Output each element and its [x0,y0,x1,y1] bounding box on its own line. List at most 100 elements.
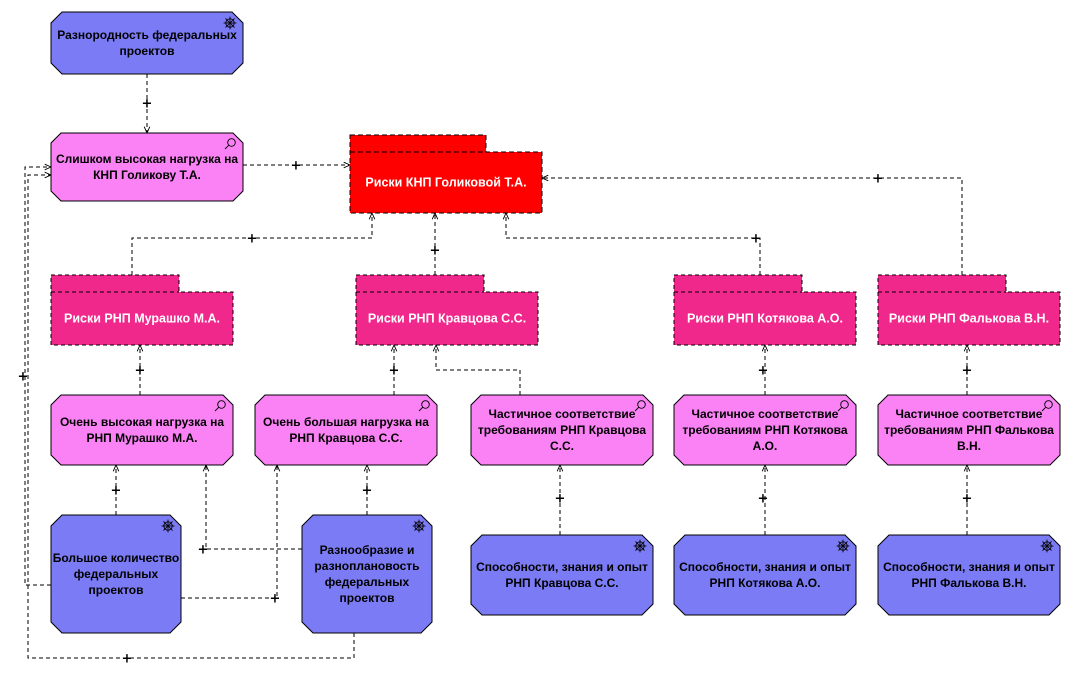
driver-element-разнородность-федеральных-проектов[interactable]: Разнородность федеральных проектов [50,11,244,75]
nodes-layer: Разнородность федеральныхпроектовСлишком… [50,11,1061,634]
node-label: требованиям РНП Кравцова [478,423,646,437]
node-label: федеральных [325,575,410,589]
node-label: РНП Кравцова С.С. [289,431,402,445]
assessment-magnifier-icon [634,400,646,412]
connection-influence-label: + [198,543,209,558]
connection-influence-label: + [962,492,973,507]
connection-influence-label: + [758,492,769,507]
connection-influence-label: + [430,244,441,259]
connection-influence-label: + [135,364,146,379]
driver-wheel-icon [1040,539,1054,553]
assessment-magnifier-icon [418,400,430,412]
octagon-shape [877,394,1061,466]
node-label: Риски РНП Котякова А.О. [687,312,843,326]
connection-influence-label: + [142,97,153,112]
node-label: Слишком высокая нагрузка на [56,152,238,166]
connection-n13-n2[interactable] [24,167,51,586]
connection-n6-n3[interactable] [506,213,761,275]
octagon-shape [673,394,857,466]
node-label: проектов [119,44,174,58]
node-label: Очень большая нагрузка на [263,415,429,429]
octagon-shape [50,514,182,634]
octagon-shape [470,534,654,616]
risk-sub-element-риски-рнп-фалькова-в-н[interactable]: Риски РНП Фалькова В.Н. [877,274,1061,346]
node-label: Частичное соответствие [489,407,636,421]
driver-wheel-icon [836,539,850,553]
risk-sub-element-риски-рнп-кравцова-с-с[interactable]: Риски РНП Кравцова С.С. [355,274,539,346]
connection-influence-label: + [247,232,258,247]
node-label: Большое количество [53,551,179,565]
package-shape [673,274,857,346]
driver-wheel-icon [633,539,647,553]
risk-sub-element-риски-рнп-мурашко-м-а[interactable]: Риски РНП Мурашко М.А. [50,274,234,346]
octagon-shape [301,514,433,634]
connection-influence-label: + [291,159,302,174]
connection-influence-label: + [362,484,373,499]
node-label: разноплановость [314,559,419,573]
assessment-magnifier-icon [837,400,849,412]
node-label: Риски РНП Кравцова С.С. [368,312,526,326]
octagon-shape [50,394,234,466]
connection-influence-label: + [751,232,762,247]
driver-wheel-icon [223,16,237,30]
risk-main-element-риски-кнп-голиковой-т-а[interactable]: Риски КНП Голиковой Т.А. [349,134,543,214]
connection-n10-n5[interactable] [436,345,521,395]
connection-influence-label: + [18,370,29,385]
node-label: Риски РНП Мурашко М.А. [64,312,220,326]
connection-n13-n9[interactable] [181,465,277,599]
node-label: Риски РНП Фалькова В.Н. [889,312,1049,326]
node-label: проектов [339,591,394,605]
node-label: В.Н. [957,439,981,453]
assessment-magnifier-icon [1041,400,1053,412]
connection-n7-n3[interactable] [542,178,963,275]
node-label: Частичное соответствие [692,407,839,421]
connection-influence-label: + [555,492,566,507]
connection-influence-label: + [873,172,884,187]
node-label: Очень высокая нагрузка на [60,415,224,429]
node-label: РНП Фалькова В.Н. [912,576,1027,590]
driver-wheel-icon [412,519,426,533]
driver-wheel-icon [161,519,175,533]
node-label: РНП Кравцова С.С. [505,576,618,590]
package-shape [877,274,1061,346]
node-label: Разнообразие и [320,543,415,557]
octagon-shape [254,394,438,466]
package-shape [355,274,539,346]
assessment-magnifier-icon [224,138,236,150]
node-label: Способности, знания и опыт [883,560,1055,574]
node-label: Риски КНП Голиковой Т.А. [365,176,526,190]
connection-influence-label: + [962,364,973,379]
connection-labels-layer: +++++++++++++++++++ [18,97,973,667]
connection-influence-label: + [111,484,122,499]
connection-n14-n2[interactable] [27,175,355,659]
connection-influence-label: + [758,364,769,379]
node-label: А.О. [753,439,778,453]
node-label: РНП Котякова А.О. [710,576,821,590]
node-label: проектов [88,583,143,597]
package-shape [50,274,234,346]
risk-sub-element-риски-рнп-котякова-а-о[interactable]: Риски РНП Котякова А.О. [673,274,857,346]
connection-influence-label: + [270,592,281,607]
node-label: Частичное соответствие [896,407,1043,421]
driver-element-разнообразие-и-разноплановость-федеральных-проектов[interactable]: Разнообразие и разноплановость федеральных… [301,514,433,634]
node-label: Разнородность федеральных [57,28,237,42]
driver-element-большое-количество-федеральных-проектов[interactable]: Большое количество федеральных проектов [50,514,182,634]
node-label: Способности, знания и опыт [476,560,648,574]
node-label: федеральных [74,567,159,581]
connection-n4-n3[interactable] [131,213,372,275]
node-label: С.С. [550,439,574,453]
assessment-element-очень-большая-нагрузка-на-рнп-кравцова-с-с[interactable]: Очень большая нагрузка на РНП Кравцова С.… [254,394,438,466]
octagon-shape [470,394,654,466]
assessment-element-частичное-соответствие-требованиям-рнп-кравцова-с-с[interactable]: Частичное соответствие требованиям РНП Кр… [470,394,654,466]
connection-n14-n8[interactable] [206,465,302,550]
connection-influence-label: + [389,364,400,379]
assessment-magnifier-icon [214,400,226,412]
